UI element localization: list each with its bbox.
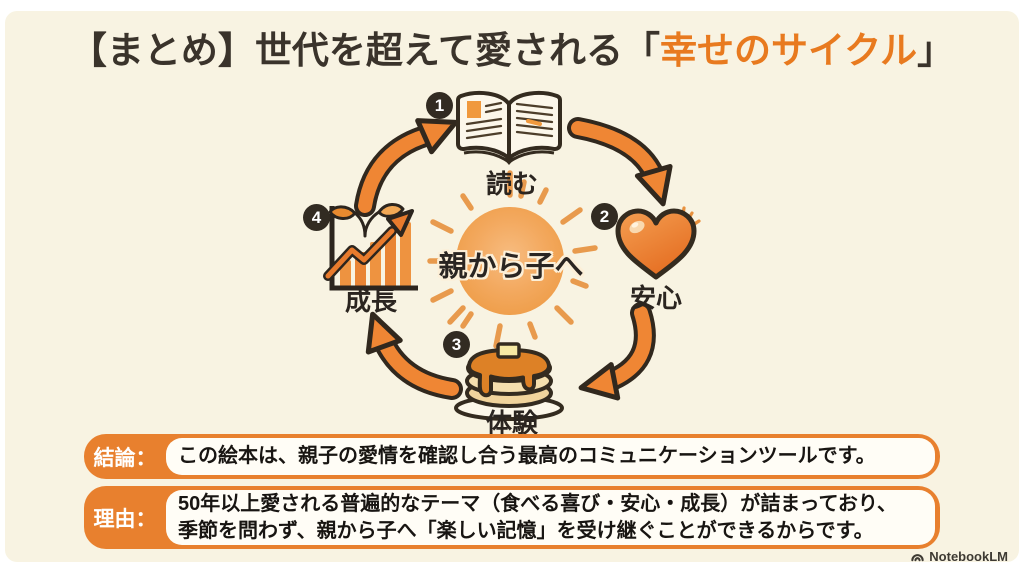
brand-text: NotebookLM (929, 549, 1008, 564)
title-highlight: 幸せのサイクル (660, 30, 918, 71)
reason-label: 理由： (93, 507, 157, 531)
title-suffix: 」 (917, 30, 955, 71)
arrow-step1-to-step2 (567, 117, 673, 207)
sun-rays (427, 170, 598, 349)
cycle-center-label: 親から子へ (438, 251, 584, 283)
reason-callout: 理由： 50年以上愛される普遍的なテーマ（食べる喜び・安心・成長）が詰まっており… (84, 486, 940, 549)
step-4-badge: 4 (303, 204, 330, 231)
step-3-label: 体験 (485, 408, 539, 438)
conclusion-line: この絵本は、親子の愛情を確認し合う最高のコミュニケーションツールです。 (178, 445, 876, 467)
step-1-badge: 1 (426, 92, 453, 119)
heart-icon (615, 206, 701, 280)
step-4-label: 成長 (344, 286, 398, 316)
growth-chart-icon (323, 203, 418, 291)
arrow-step3-to-step4 (365, 311, 463, 400)
step-3-badge: 3 (443, 331, 470, 358)
pancakes-icon (454, 342, 564, 421)
step-2-badge: 2 (591, 203, 618, 230)
sun-icon (456, 207, 564, 315)
reason-line-2: 季節を問わず、親から子へ「楽しい記憶」を受け継ぐことができるからです。 (178, 519, 874, 542)
title-prefix: 【まとめ】世代を超えて愛される「 (69, 30, 660, 71)
reason-body: 50年以上愛される普遍的なテーマ（食べる喜び・安心・成長）が詰まっており、 季節… (166, 490, 935, 545)
notebooklm-icon (911, 554, 924, 562)
step-1-label: 読む (485, 169, 539, 199)
sprout-icon (328, 203, 405, 238)
notebooklm-brand: NotebookLM (910, 549, 1008, 564)
open-book-icon (456, 90, 562, 165)
cycle-arrows-sun (354, 117, 673, 401)
reason-line-1: 50年以上愛される普遍的なテーマ（食べる喜び・安心・成長）が詰まっており、 (178, 492, 898, 515)
arrow-step4-to-step1 (354, 118, 459, 217)
conclusion-body: この絵本は、親子の愛情を確認し合う最高のコミュニケーションツールです。 (166, 438, 935, 475)
conclusion-label: 結論： (93, 446, 157, 470)
butter-icon (496, 342, 521, 359)
arrow-step2-to-step3 (578, 302, 656, 401)
page-title: 【まとめ】世代を超えて愛される「幸せのサイクル」 (0, 20, 1024, 74)
step-2-label: 安心 (629, 283, 683, 313)
conclusion-callout: 結論： この絵本は、親子の愛情を確認し合う最高のコミュニケーションツールです。 (84, 434, 940, 479)
